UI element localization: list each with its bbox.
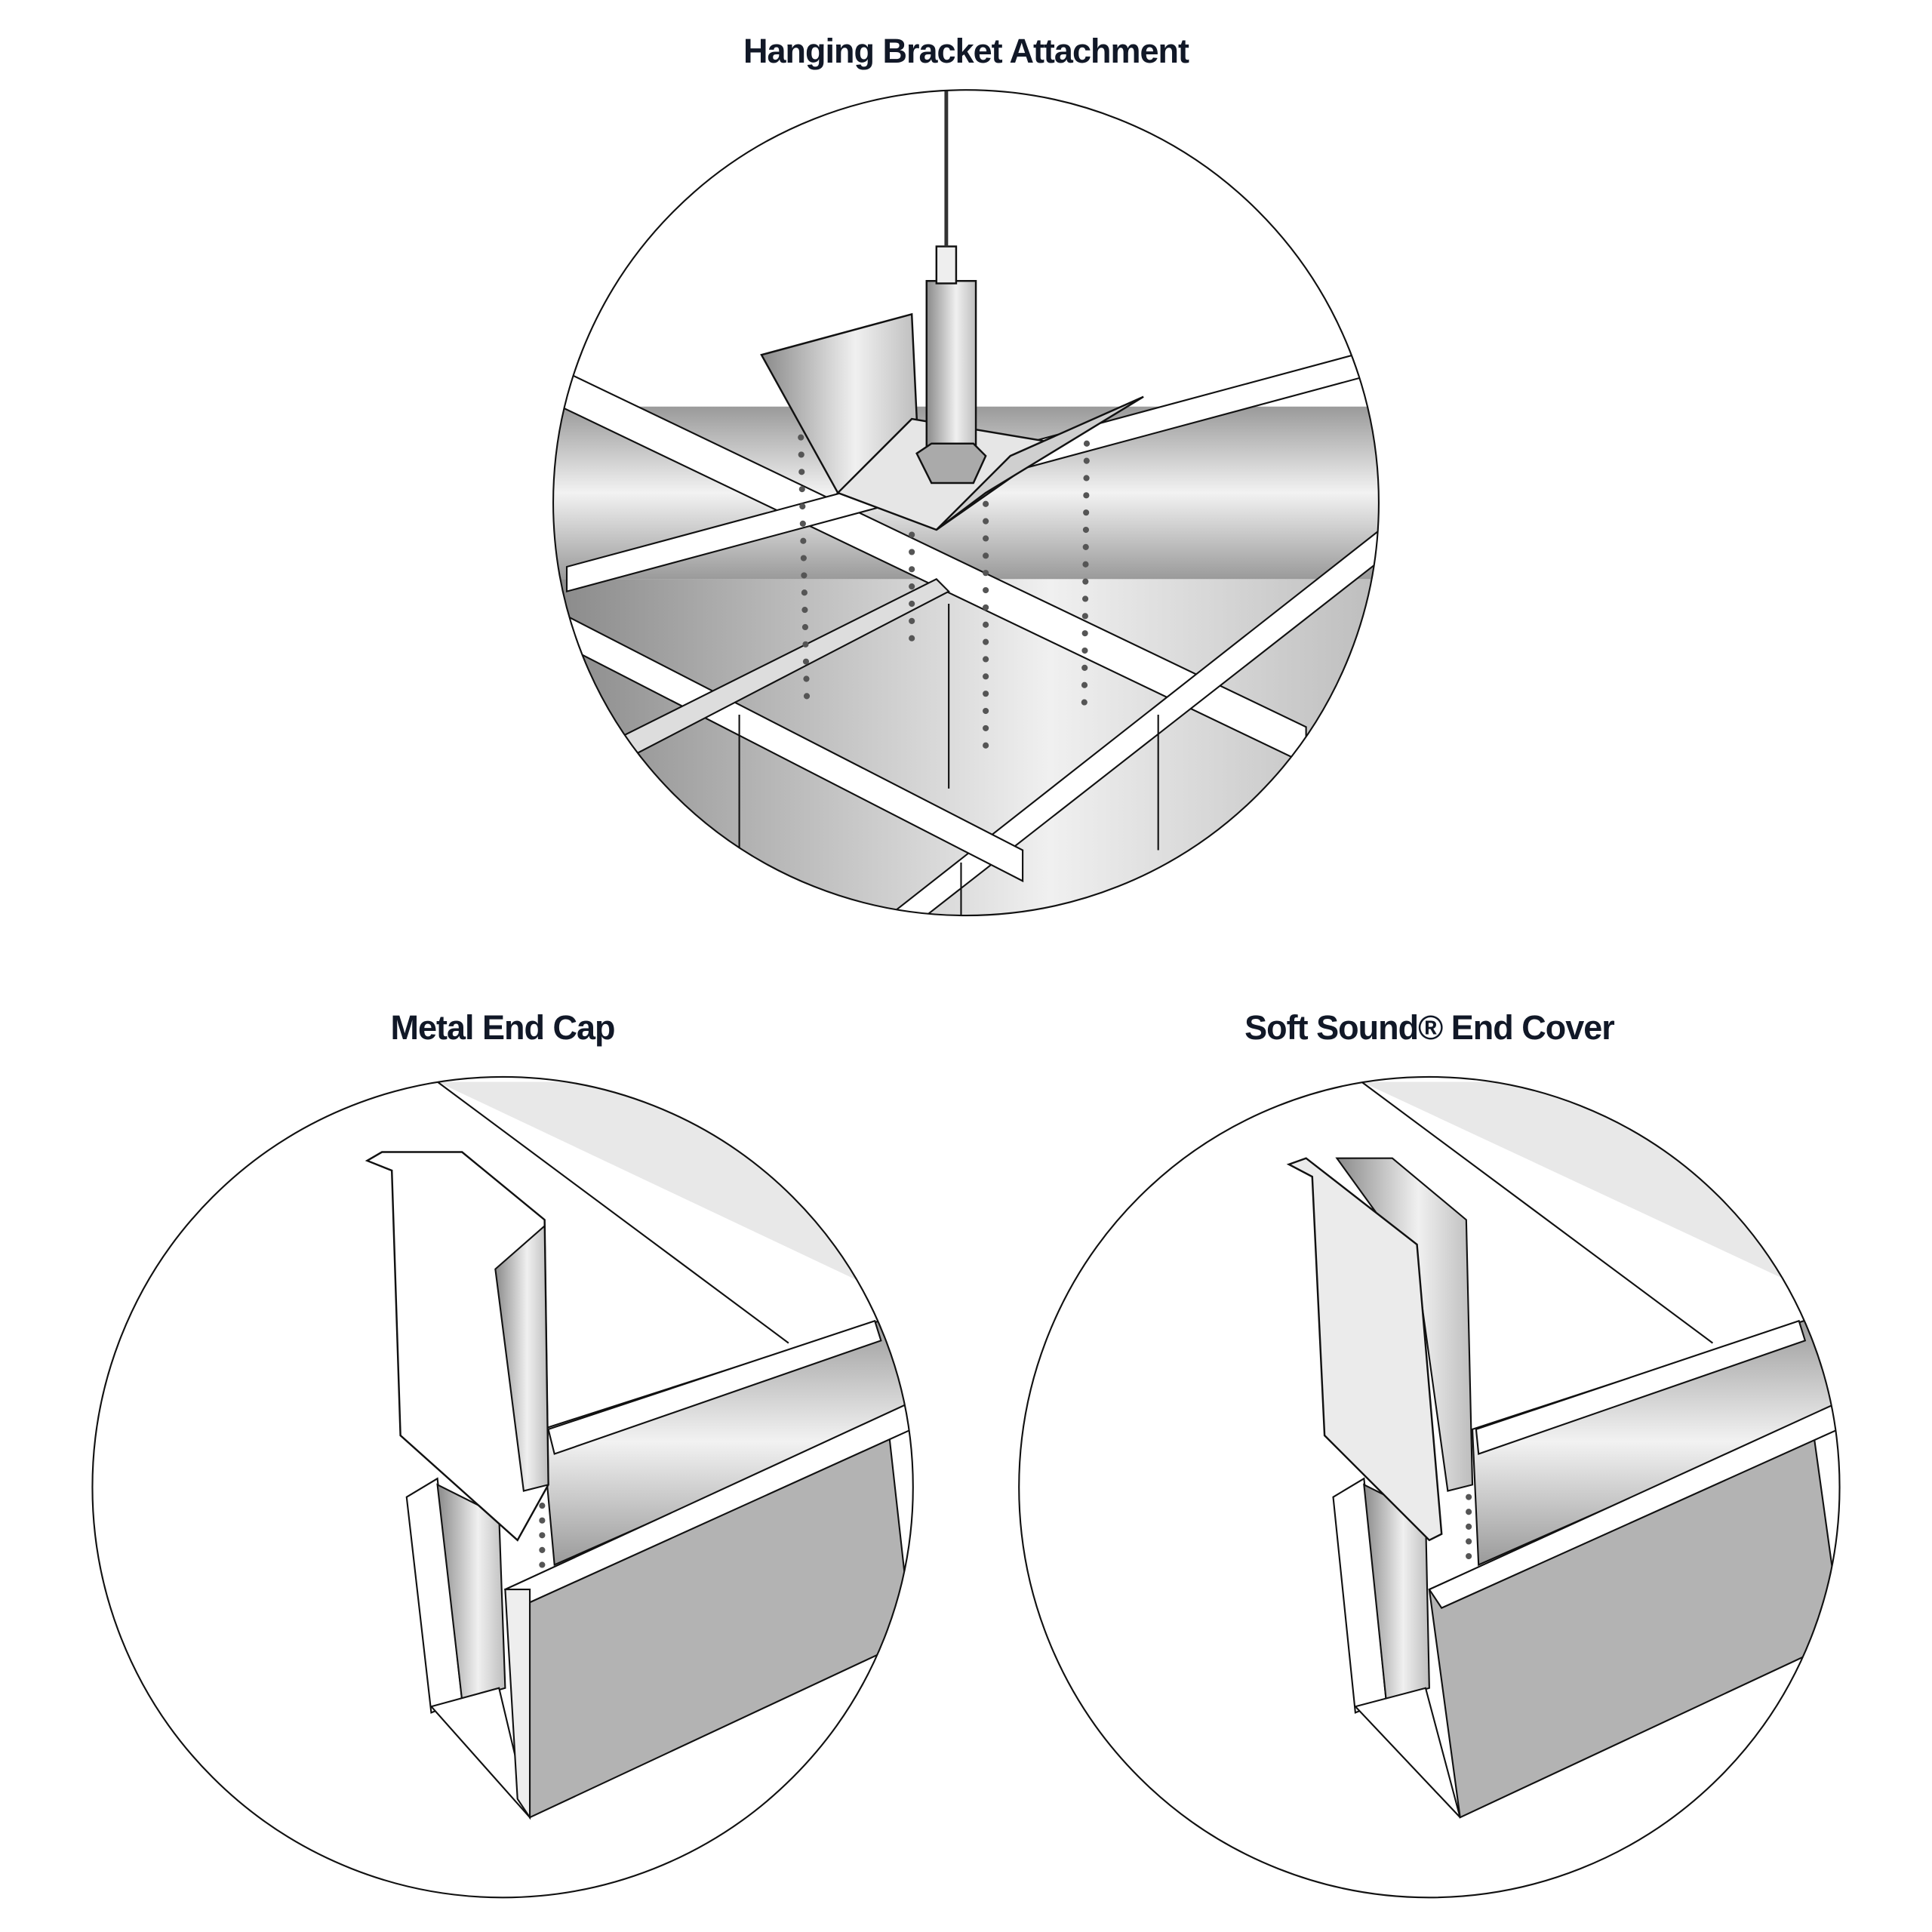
soft-sound-end-cover-illustration: [1286, 1081, 1840, 1819]
hanging-bracket-illustration: [553, 90, 1379, 916]
panel-title-soft-sound-end-cover: Soft Sound® End Cover: [1244, 1008, 1615, 1047]
panel-title-hanging-bracket: Hanging Bracket Attachment: [743, 32, 1189, 70]
metal-end-cap-illustration: [365, 1081, 913, 1820]
panel-title-metal-end-cap: Metal End Cap: [390, 1008, 615, 1047]
